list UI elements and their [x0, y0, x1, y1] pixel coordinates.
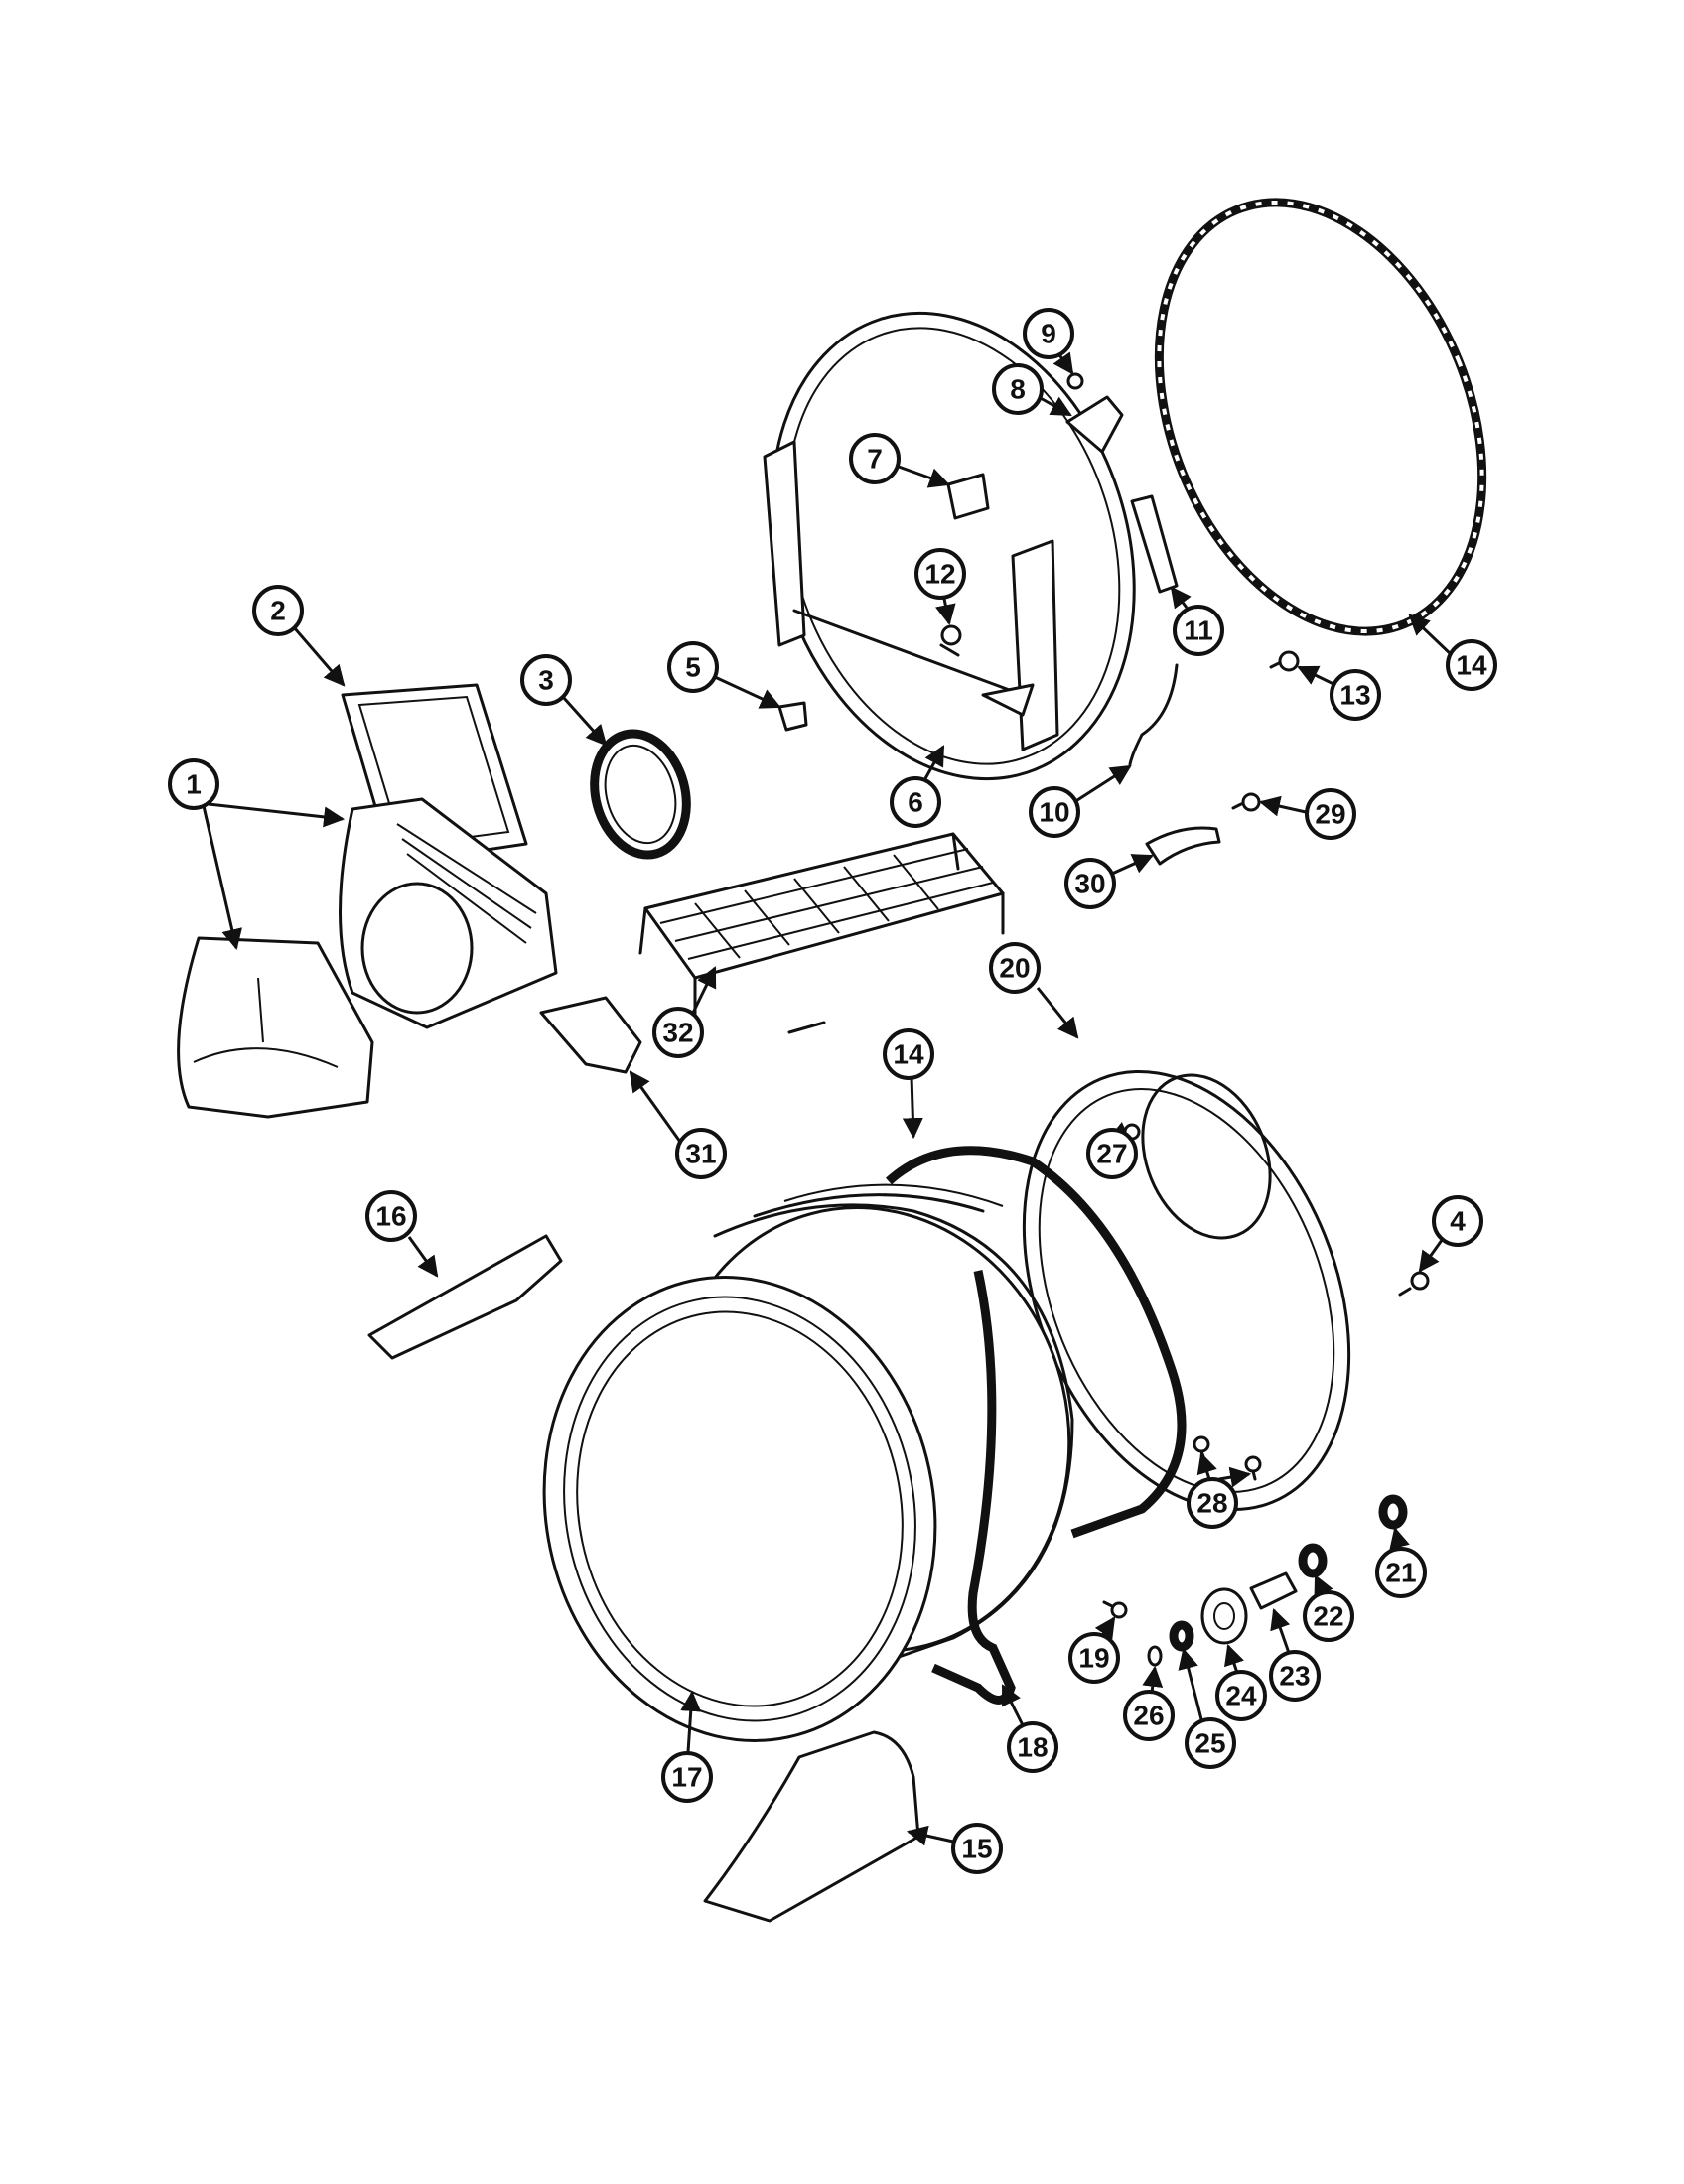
callout-8: 8: [992, 363, 1072, 417]
part-1-duct-lower: [177, 936, 374, 1119]
callout-27: 27: [1086, 1121, 1138, 1179]
callout-15: 15: [906, 1823, 1003, 1874]
callout-19: 19: [1068, 1616, 1120, 1684]
svg-text:17: 17: [671, 1762, 702, 1793]
part-5-clip: [777, 701, 808, 732]
part-19-screw: [1102, 1600, 1128, 1619]
callout-5: 5: [667, 641, 781, 709]
callout-3: 3: [520, 654, 608, 747]
svg-text:20: 20: [999, 953, 1030, 984]
part-28-screws: [1193, 1435, 1262, 1481]
part-15-toe-panel: [703, 1730, 920, 1923]
svg-text:22: 22: [1313, 1601, 1343, 1632]
part-29-screw: [1231, 792, 1261, 812]
svg-text:9: 9: [1041, 319, 1056, 349]
part-11-strap: [1130, 494, 1179, 594]
callout-label: 1: [186, 769, 202, 800]
svg-text:24: 24: [1225, 1681, 1257, 1711]
callout-23: 23: [1269, 1608, 1321, 1702]
svg-text:19: 19: [1078, 1643, 1109, 1674]
callout-18: 18: [1001, 1684, 1058, 1773]
callout-32: 32: [652, 966, 717, 1058]
part-21-washer: [1378, 1494, 1408, 1530]
callout-1: 1: [168, 758, 346, 951]
part-9-nut: [1066, 372, 1084, 390]
svg-text:30: 30: [1074, 869, 1105, 899]
callout-14-middle: 14: [883, 1028, 934, 1140]
svg-text:14: 14: [893, 1039, 924, 1070]
callout-21: 21: [1375, 1526, 1427, 1598]
svg-text:29: 29: [1315, 799, 1345, 830]
callout-20: 20: [989, 942, 1079, 1039]
svg-text:31: 31: [685, 1139, 716, 1169]
svg-text:23: 23: [1279, 1661, 1310, 1692]
callout-16: 16: [365, 1190, 439, 1278]
part-23-shaft: [1249, 1571, 1298, 1610]
svg-text:6: 6: [908, 787, 923, 818]
part-14-drum-seal: [885, 1146, 1187, 1539]
callout-24: 24: [1215, 1644, 1267, 1721]
part-14-top-seal-ring: [1154, 198, 1487, 636]
svg-text:7: 7: [867, 444, 883, 475]
svg-text:5: 5: [685, 652, 701, 683]
callout-9: 9: [1023, 308, 1074, 375]
part-6-rear-bulkhead: [763, 311, 1136, 781]
part-10-wire: [1128, 663, 1179, 766]
part-13-screw: [1269, 650, 1300, 672]
callout-7: 7: [849, 433, 950, 488]
svg-text:3: 3: [538, 665, 554, 696]
callout-11: 11: [1170, 586, 1224, 656]
svg-text:11: 11: [1184, 615, 1213, 646]
svg-text:12: 12: [924, 559, 955, 590]
svg-text:25: 25: [1194, 1728, 1225, 1759]
part-32-drying-rack: [638, 832, 1005, 1034]
svg-text:15: 15: [961, 1834, 992, 1864]
callout-12: 12: [914, 548, 966, 626]
part-3-seal-ring: [590, 729, 691, 860]
callout-28: 28: [1187, 1451, 1252, 1529]
callout-22: 22: [1303, 1574, 1354, 1642]
svg-text:16: 16: [375, 1201, 406, 1232]
callout-26: 26: [1123, 1665, 1175, 1741]
callout-25: 25: [1178, 1647, 1236, 1769]
svg-text:4: 4: [1450, 1206, 1466, 1237]
callout-30: 30: [1064, 854, 1154, 909]
part-30-bracket: [1145, 826, 1221, 866]
part-1-duct-upper: [339, 797, 558, 1029]
svg-text:26: 26: [1133, 1701, 1164, 1731]
part-7-label: [946, 473, 990, 520]
callout-31: 31: [629, 1070, 727, 1179]
callout-10: 10: [1029, 764, 1132, 838]
callout-4: 4: [1418, 1195, 1483, 1273]
svg-text:27: 27: [1096, 1139, 1127, 1169]
svg-text:2: 2: [270, 596, 286, 626]
part-12-screw: [939, 624, 962, 657]
part-24-roller: [1200, 1587, 1248, 1645]
svg-text:18: 18: [1017, 1732, 1048, 1763]
callout-2: 2: [252, 585, 346, 687]
callout-14-top: 14: [1408, 614, 1497, 691]
part-26-clip: [1147, 1645, 1163, 1667]
part-25-washer: [1169, 1620, 1194, 1652]
callout-13: 13: [1297, 665, 1381, 721]
svg-text:28: 28: [1196, 1488, 1227, 1519]
callout-17: 17: [661, 1690, 713, 1803]
part-17-drum: [542, 1183, 1074, 1742]
part-8-bracket: [1065, 395, 1124, 454]
svg-text:10: 10: [1039, 797, 1069, 828]
svg-text:21: 21: [1385, 1558, 1416, 1588]
part-16-baffle: [367, 1234, 563, 1360]
svg-text:14: 14: [1456, 650, 1487, 681]
svg-text:32: 32: [662, 1018, 693, 1048]
part-31-bracket: [539, 996, 642, 1074]
svg-text:8: 8: [1010, 374, 1026, 405]
callout-6: 6: [890, 745, 945, 828]
callout-29: 29: [1258, 788, 1356, 840]
callouts: 1 2 3 4 5 6: [168, 308, 1497, 1874]
svg-text:13: 13: [1339, 680, 1370, 711]
part-22-washer: [1298, 1543, 1328, 1578]
part-4-screw: [1398, 1271, 1430, 1297]
